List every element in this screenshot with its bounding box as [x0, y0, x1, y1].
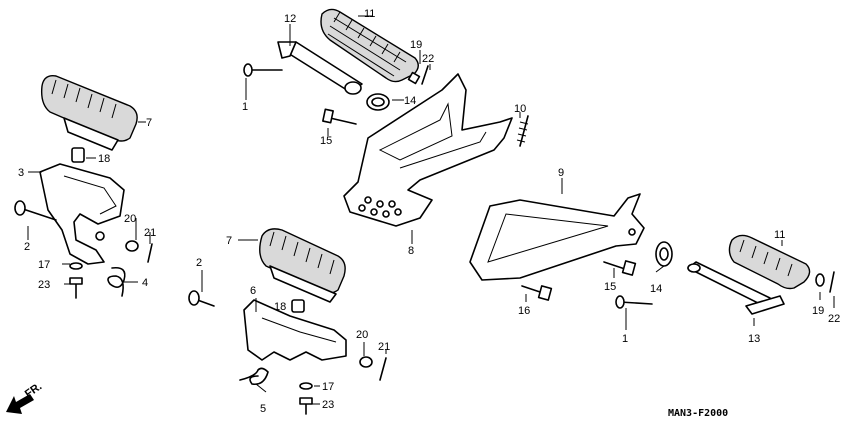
- callout-19b: 19: [812, 305, 824, 317]
- callout-11: 11: [364, 8, 375, 20]
- callout-7b: 7: [226, 235, 232, 247]
- washer-20: [125, 240, 139, 252]
- callout-15b: 15: [604, 281, 616, 293]
- footpeg-rubber-11: [320, 8, 419, 83]
- front-direction-arrow: FR.: [6, 380, 44, 414]
- diagram-code: MAN3-F2000: [668, 408, 728, 419]
- callout-14: 14: [404, 95, 416, 107]
- spring-5: [239, 367, 269, 386]
- cotter-pin-21b: [379, 357, 387, 381]
- washer-20b: [359, 356, 373, 368]
- callout-22: 22: [422, 53, 434, 65]
- cotter-pin-22: [421, 65, 429, 85]
- callout-23: 23: [38, 279, 50, 291]
- cotter-pin-22b: [829, 271, 835, 293]
- callout-4: 4: [142, 277, 148, 289]
- arrow-icon: [6, 394, 34, 414]
- collar-18b: [291, 299, 305, 313]
- washer-19: [407, 71, 421, 85]
- footpeg-lower-center: [188, 228, 387, 415]
- callout-17b: 17: [322, 381, 334, 393]
- callout-3: 3: [18, 167, 24, 179]
- footpeg-left-assembly: [14, 163, 153, 299]
- callout-22b: 22: [828, 313, 840, 325]
- callout-19: 19: [410, 39, 422, 51]
- footpeg-right: [615, 234, 835, 315]
- callout-20b: 20: [356, 329, 368, 341]
- footpeg-rubber-11b: [728, 234, 811, 290]
- collar-18: [71, 147, 85, 163]
- leader-lines: [27, 15, 835, 405]
- callout-11b: 11: [774, 229, 785, 241]
- callout-2: 2: [24, 241, 30, 253]
- callout-labels: 1 12 11 19 22 14 15 10 8 9 7 18 3 2 20 2…: [18, 8, 840, 415]
- spring-4: [107, 266, 126, 297]
- callout-8: 8: [408, 245, 414, 257]
- callout-15: 15: [320, 135, 332, 147]
- footpeg-left-upper: [40, 75, 138, 163]
- callout-2b: 2: [196, 257, 202, 269]
- washer-17b: [299, 382, 313, 390]
- footpeg-bracket-8: [343, 73, 529, 227]
- callout-6: 6: [250, 285, 256, 297]
- footpeg-bracket-9: [469, 193, 673, 301]
- callout-1b: 1: [622, 333, 628, 345]
- callout-21: 21: [144, 227, 156, 239]
- callout-5: 5: [260, 403, 266, 415]
- callout-17: 17: [38, 259, 50, 271]
- callout-9: 9: [558, 167, 564, 179]
- callout-7: 7: [146, 117, 152, 129]
- callout-14b: 14: [650, 283, 662, 295]
- pin-2: [19, 207, 57, 221]
- pin-1b: [619, 301, 653, 305]
- callout-12: 12: [284, 13, 296, 25]
- washer-19b: [815, 273, 825, 287]
- callout-23b: 23: [322, 399, 334, 411]
- footpeg-rubber-7b: [259, 228, 346, 294]
- callout-10: 10: [514, 103, 526, 115]
- bolt-15: [329, 117, 357, 125]
- callout-1: 1: [242, 101, 248, 113]
- callout-18: 18: [98, 153, 110, 165]
- callout-13: 13: [748, 333, 760, 345]
- callout-18b: 18: [274, 301, 286, 313]
- callout-16: 16: [518, 305, 530, 317]
- callout-20: 20: [124, 213, 136, 225]
- callout-21b: 21: [378, 341, 390, 353]
- footpeg-upper-center: [243, 8, 429, 125]
- footpeg-bracket-3: [39, 163, 125, 265]
- washer-17: [69, 262, 83, 270]
- cotter-pin-21: [147, 243, 153, 263]
